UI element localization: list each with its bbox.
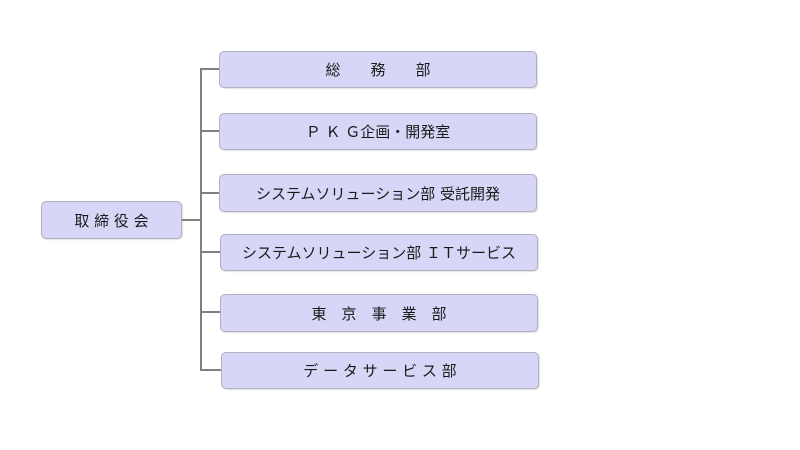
vertical-connector-line (200, 68, 202, 371)
data-services-box: デ ー タ サ ー ビ ス 部 (221, 352, 539, 389)
general-affairs-box: 総 務 部 (219, 51, 537, 88)
system-solutions-contract-dev-box: システムソリューション部 受託開発 (219, 174, 537, 212)
branch-connector-line (200, 311, 221, 313)
branch-connector-line (200, 192, 220, 194)
tokyo-division-box: 東 京 事 業 部 (220, 294, 538, 332)
pkg-planning-development-box: Ｐ Ｋ Ｇ企画・開発室 (219, 113, 537, 150)
general-affairs-label: 総 務 部 (325, 61, 431, 79)
root-connector-line (181, 219, 201, 221)
branch-connector-line (200, 68, 220, 70)
data-services-label: デ ー タ サ ー ビ ス 部 (303, 362, 457, 380)
pkg-planning-development-label: Ｐ Ｋ Ｇ企画・開発室 (305, 123, 451, 141)
board-of-directors-box: 取 締 役 会 (41, 201, 182, 239)
branch-connector-line (200, 369, 222, 371)
board-of-directors-label: 取 締 役 会 (74, 211, 149, 230)
system-solutions-contract-dev-label: システムソリューション部 受託開発 (255, 184, 501, 203)
system-solutions-it-services-box: システムソリューション部 ＩＴサービス (220, 234, 538, 271)
system-solutions-it-services-label: システムソリューション部 ＩＴサービス (241, 244, 517, 262)
branch-connector-line (200, 130, 220, 132)
tokyo-division-label: 東 京 事 業 部 (311, 304, 447, 323)
branch-connector-line (200, 251, 221, 253)
